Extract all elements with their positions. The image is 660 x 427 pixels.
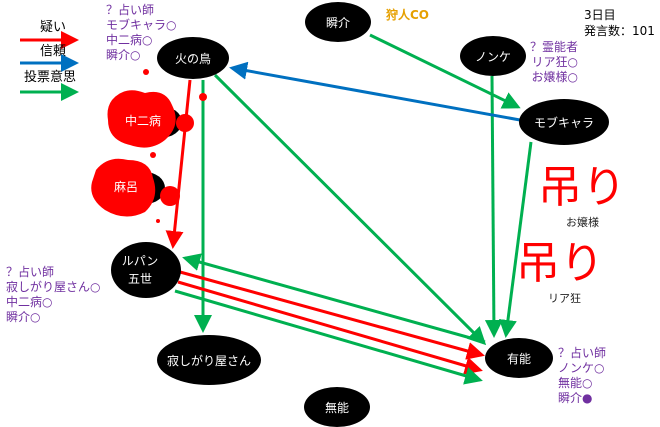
- edge-yuunou-lupin: [182, 253, 486, 344]
- annotation-line: ？占い師: [558, 346, 607, 360]
- annotation-line: リア狂○: [531, 55, 578, 69]
- node-label: 麻呂: [114, 179, 138, 194]
- edge-nonke-yuunou: [484, 75, 503, 338]
- node-label: モブキャラ: [534, 115, 594, 130]
- node-label: 火の鳥: [175, 51, 211, 66]
- legend-vote-label: 投票意思: [24, 70, 77, 85]
- annotation-line: ノンケ○: [558, 361, 605, 375]
- hinotori-annotation: ？占い師 モブキャラ○ 中二病○ 瞬介○: [106, 3, 176, 63]
- annotation-line: 瞬介●: [558, 391, 593, 405]
- annotation-line: 中二病○: [6, 295, 53, 309]
- node-label: ノンケ: [475, 50, 511, 64]
- node-label: 無能: [325, 400, 349, 415]
- node-label: 瞬介: [326, 16, 350, 30]
- annotation-line: 無能○: [558, 376, 593, 390]
- node-shunsuke[interactable]: 瞬介: [305, 2, 371, 42]
- annotation-line: ？占い師: [106, 3, 155, 17]
- hanged-mark: 吊り: [538, 162, 626, 213]
- post-count: 発言数：101: [584, 24, 655, 38]
- node-munou[interactable]: 無能: [304, 387, 370, 427]
- edge-hinotori-yuunou: [213, 73, 487, 346]
- annotation-line: 中二病○: [106, 33, 153, 47]
- node-chuunibyou-dead[interactable]: 中二病: [107, 69, 208, 148]
- hanged-mark: 吊り: [516, 238, 604, 289]
- legend-trust-label: 信頼: [40, 44, 67, 59]
- annotation-line: ？占い師: [6, 265, 55, 279]
- node-sabishigari[interactable]: 寂しがり屋さん: [157, 335, 261, 385]
- annotation-line: ？霊能者: [529, 40, 578, 54]
- edge-mobchara-yuunou: [499, 141, 533, 338]
- node-yuunou[interactable]: 有能: [485, 338, 553, 378]
- nonke-annotation: ？霊能者 リア狂○ お嬢様○: [530, 40, 578, 85]
- annotation-line: 瞬介○: [6, 310, 41, 324]
- annotation-line: お嬢様○: [531, 70, 578, 84]
- node-ojousama-hanged: お嬢様: [566, 216, 599, 229]
- node-label: 中二病: [125, 113, 161, 128]
- annotation-line: 寂しがり屋さん○: [6, 280, 101, 294]
- annotation-line: モブキャラ○: [106, 18, 177, 32]
- shunsuke-co-label: 狩人CO: [386, 8, 430, 22]
- annotation-line: 瞬介○: [106, 48, 141, 62]
- node-maro-dead[interactable]: 麻呂: [91, 152, 180, 223]
- node-riakyou-hanged: リア狂: [548, 292, 581, 305]
- node-label: 有能: [507, 352, 531, 366]
- edge-mobchara-hinotori-trust: [229, 61, 521, 122]
- node-hinotori[interactable]: 火の鳥: [157, 37, 229, 79]
- node-nonke[interactable]: ノンケ: [460, 36, 526, 76]
- edge-lupin-yuunou-vote: [174, 289, 483, 385]
- edge-hinotori-lupin-suspect: [165, 79, 192, 249]
- node-label: ルパン: [122, 254, 159, 268]
- node-label: 五世: [128, 272, 152, 286]
- edge-lupin-yuunou-suspect-2: [177, 280, 483, 375]
- legend-suspect-label: 疑い: [40, 20, 67, 35]
- node-mobchara[interactable]: モブキャラ: [519, 99, 609, 145]
- node-label: 寂しがり屋さん: [167, 353, 251, 368]
- day-label: 3日目: [584, 8, 616, 22]
- yuunou-annotation: ？占い師 ノンケ○ 無能○ 瞬介●: [558, 346, 606, 406]
- edge-lupin-yuunou-suspect-1: [179, 270, 485, 360]
- node-lupin[interactable]: ルパン 五世: [111, 242, 181, 298]
- lupin-annotation: ？占い師 寂しがり屋さん○ 中二病○ 瞬介○: [6, 265, 100, 325]
